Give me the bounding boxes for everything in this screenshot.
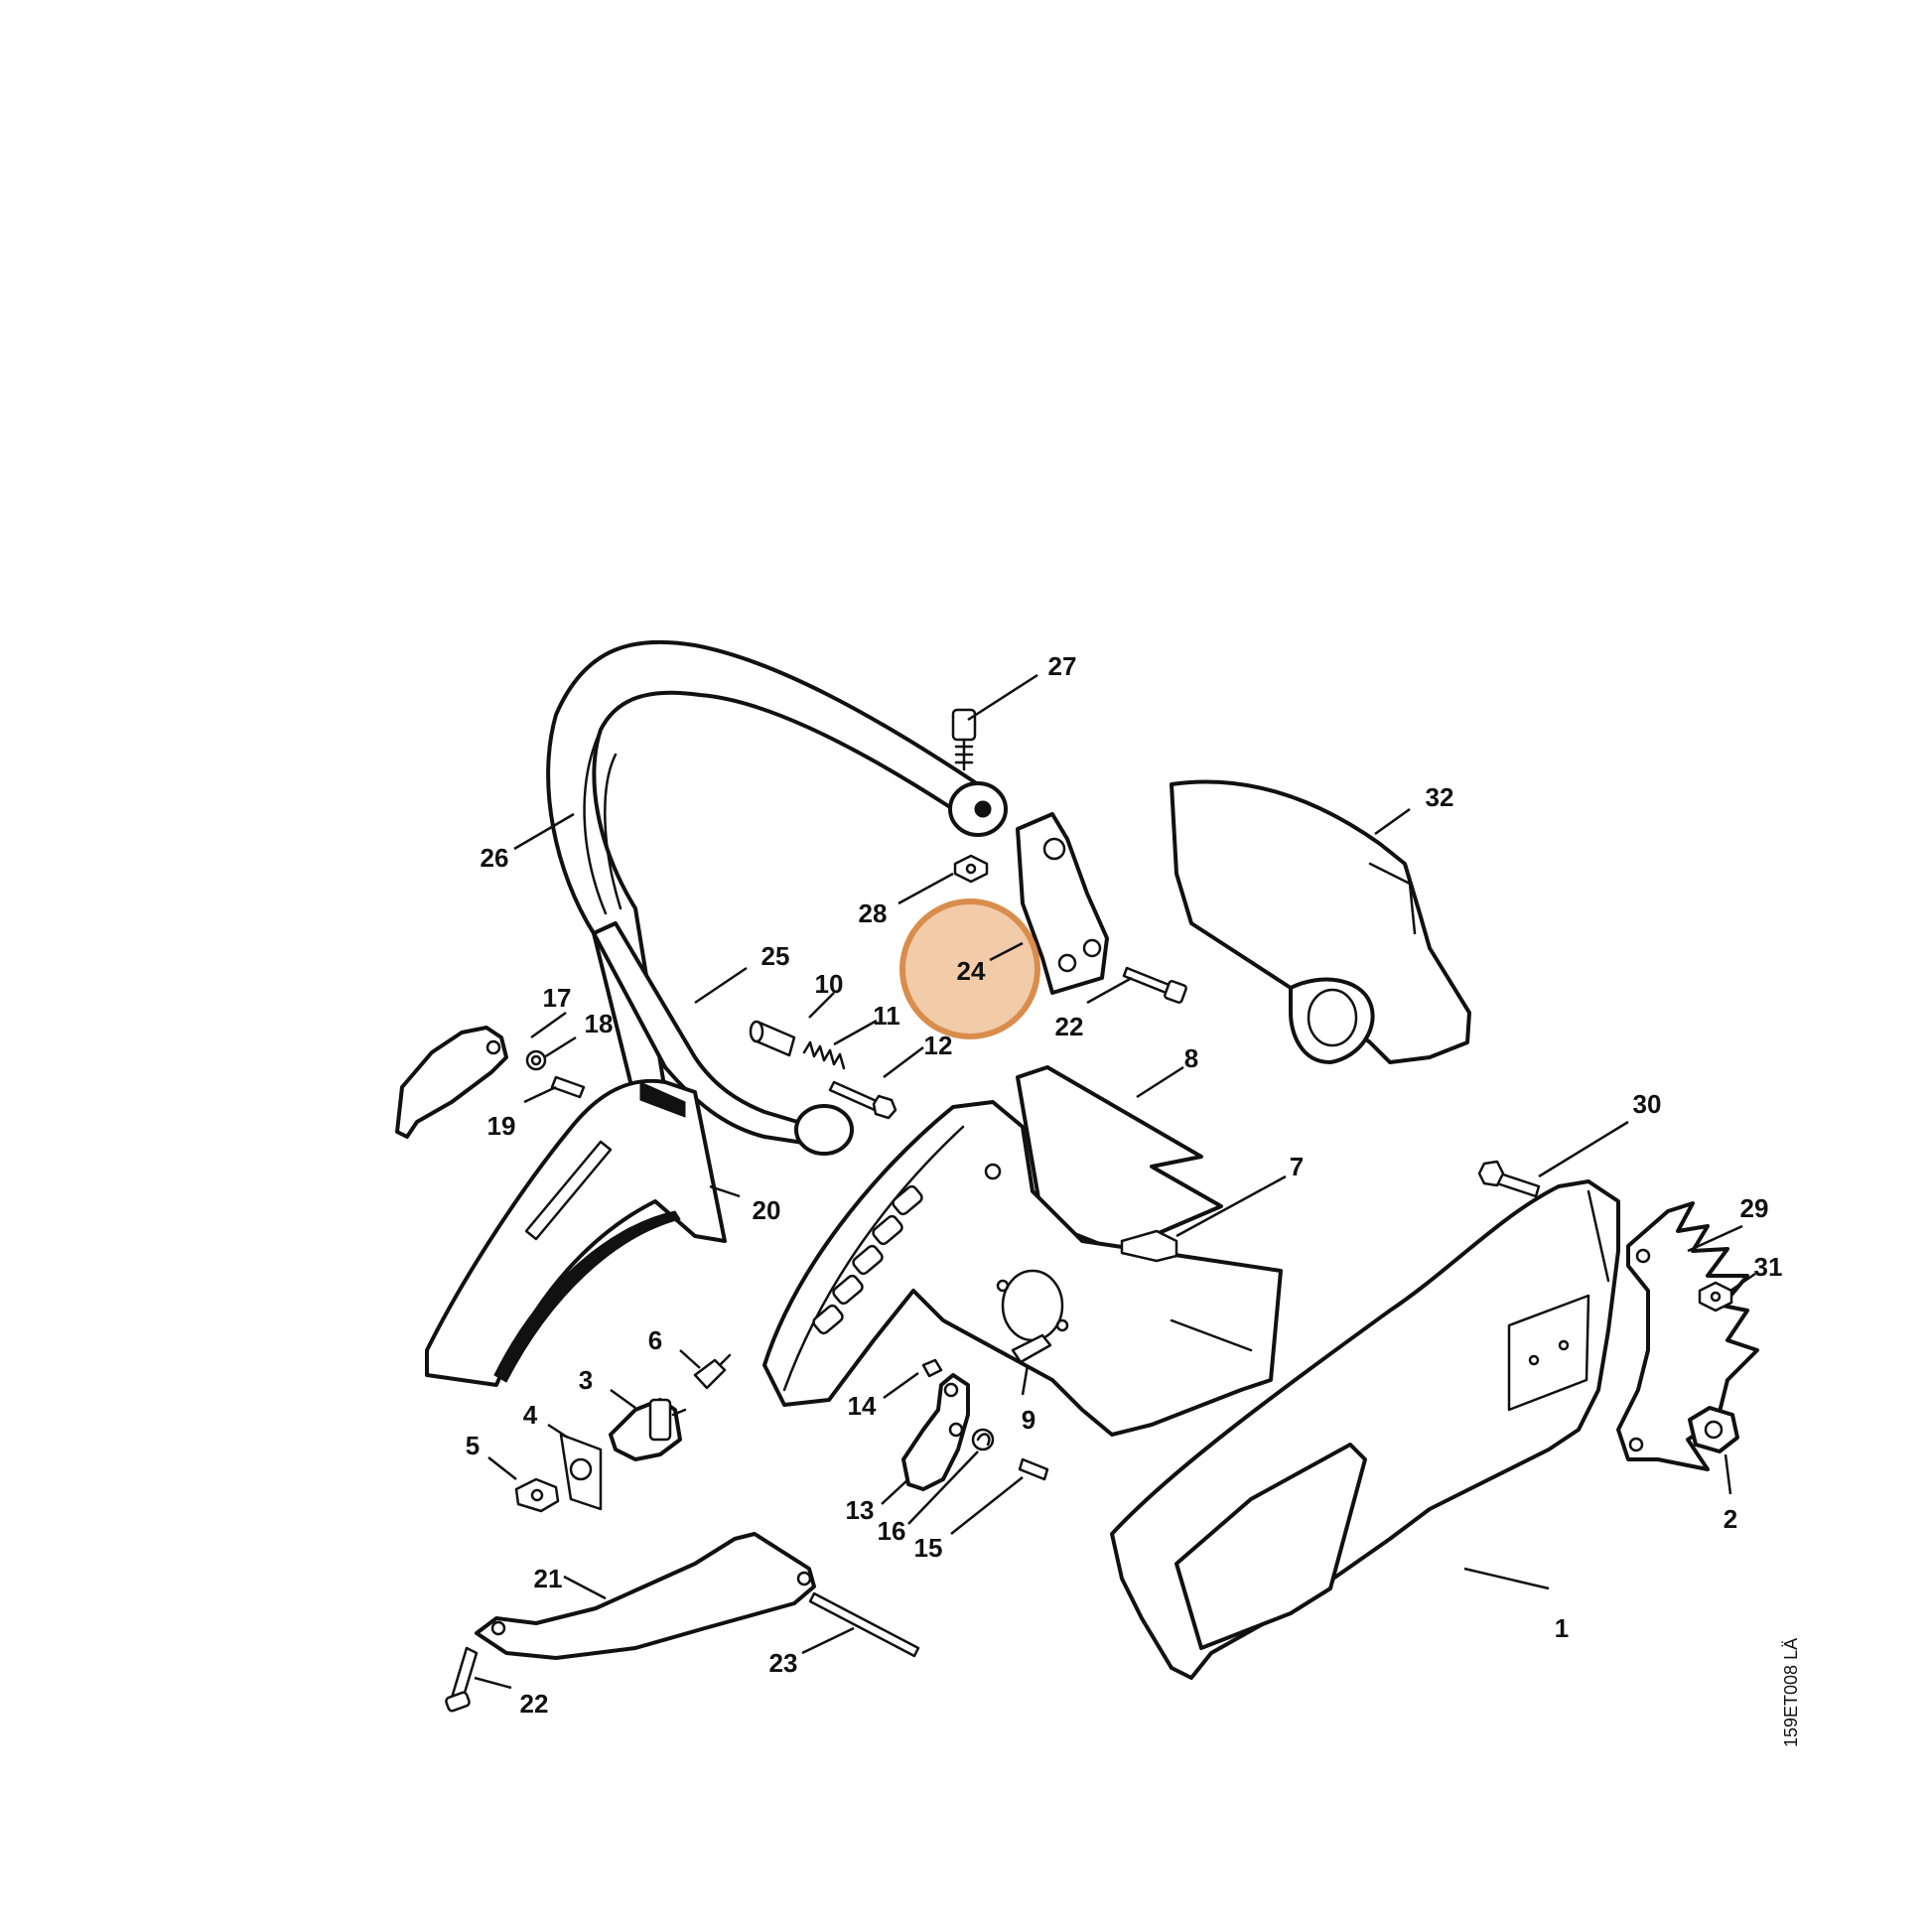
lever-21 bbox=[475, 1532, 816, 1660]
callout-16: 16 bbox=[878, 1516, 906, 1546]
spring-11 bbox=[802, 1040, 846, 1070]
callout-17: 17 bbox=[543, 983, 572, 1013]
callout-22-lower: 22 bbox=[520, 1689, 549, 1719]
nut-2 bbox=[1688, 1406, 1739, 1453]
tank-housing-9 bbox=[762, 1100, 1283, 1437]
nut-28 bbox=[953, 854, 989, 884]
callout-13: 13 bbox=[846, 1495, 875, 1525]
callout-26: 26 bbox=[481, 843, 509, 873]
screw-27 bbox=[951, 708, 977, 771]
callout-27: 27 bbox=[1048, 651, 1077, 681]
bracket-24 bbox=[1016, 812, 1109, 995]
callout-23: 23 bbox=[769, 1648, 798, 1678]
callout-10: 10 bbox=[815, 969, 844, 999]
screw-30 bbox=[1477, 1160, 1541, 1198]
callout-31: 31 bbox=[1754, 1252, 1783, 1282]
front-handle-bar bbox=[546, 639, 1008, 1156]
callout-19: 19 bbox=[487, 1111, 516, 1141]
pin-15 bbox=[1018, 1457, 1049, 1481]
pin-19 bbox=[550, 1075, 586, 1099]
callout-5: 5 bbox=[466, 1431, 480, 1460]
callout-7: 7 bbox=[1290, 1152, 1304, 1181]
screw-14 bbox=[921, 1358, 943, 1378]
spike-bumper-29 bbox=[1616, 1201, 1759, 1471]
screw-22-lower bbox=[445, 1646, 479, 1713]
leader-lines bbox=[474, 673, 1756, 1690]
side-cover-1 bbox=[1110, 1179, 1620, 1680]
callout-28: 28 bbox=[859, 898, 888, 928]
callout-labels: 1 2 3 4 5 6 7 8 9 10 11 12 13 14 15 16 1… bbox=[466, 651, 1783, 1719]
spring-18 bbox=[525, 1049, 547, 1071]
nut-5 bbox=[514, 1477, 560, 1513]
callout-1: 1 bbox=[1555, 1613, 1569, 1643]
gasket-4 bbox=[559, 1433, 603, 1511]
callout-2: 2 bbox=[1724, 1504, 1737, 1534]
spring-16 bbox=[971, 1428, 995, 1451]
sleeve-10 bbox=[749, 1020, 796, 1057]
callout-25: 25 bbox=[761, 941, 790, 971]
cover-32 bbox=[1170, 779, 1471, 1064]
callout-18: 18 bbox=[585, 1009, 614, 1038]
drawing-id: 159ET008 LÄ bbox=[1781, 1638, 1801, 1747]
callout-29: 29 bbox=[1740, 1193, 1769, 1223]
lever-13 bbox=[901, 1373, 970, 1491]
callout-3: 3 bbox=[579, 1365, 593, 1395]
callout-12: 12 bbox=[924, 1031, 953, 1060]
lever-17 bbox=[395, 1026, 508, 1139]
callout-32: 32 bbox=[1426, 782, 1454, 812]
highlight-marker bbox=[899, 898, 1040, 1039]
callout-15: 15 bbox=[914, 1533, 943, 1563]
handle-molding-20 bbox=[425, 1078, 727, 1387]
callout-22-upper: 22 bbox=[1055, 1012, 1084, 1041]
screw-12 bbox=[828, 1080, 897, 1120]
screw-22-upper bbox=[1122, 966, 1187, 1004]
valve-3 bbox=[609, 1398, 687, 1461]
screw-6 bbox=[693, 1353, 732, 1390]
rod-23 bbox=[808, 1591, 920, 1658]
callout-20: 20 bbox=[753, 1195, 781, 1225]
callout-4: 4 bbox=[523, 1400, 538, 1430]
nut-31 bbox=[1698, 1281, 1733, 1312]
callout-21: 21 bbox=[534, 1564, 563, 1593]
callout-8: 8 bbox=[1184, 1043, 1198, 1073]
part-7 bbox=[1120, 1229, 1178, 1263]
callout-14: 14 bbox=[848, 1391, 877, 1421]
callout-24: 24 bbox=[957, 956, 986, 986]
callout-6: 6 bbox=[648, 1325, 662, 1355]
callout-30: 30 bbox=[1633, 1089, 1662, 1119]
callout-11: 11 bbox=[873, 1001, 900, 1031]
callout-9: 9 bbox=[1022, 1405, 1035, 1435]
